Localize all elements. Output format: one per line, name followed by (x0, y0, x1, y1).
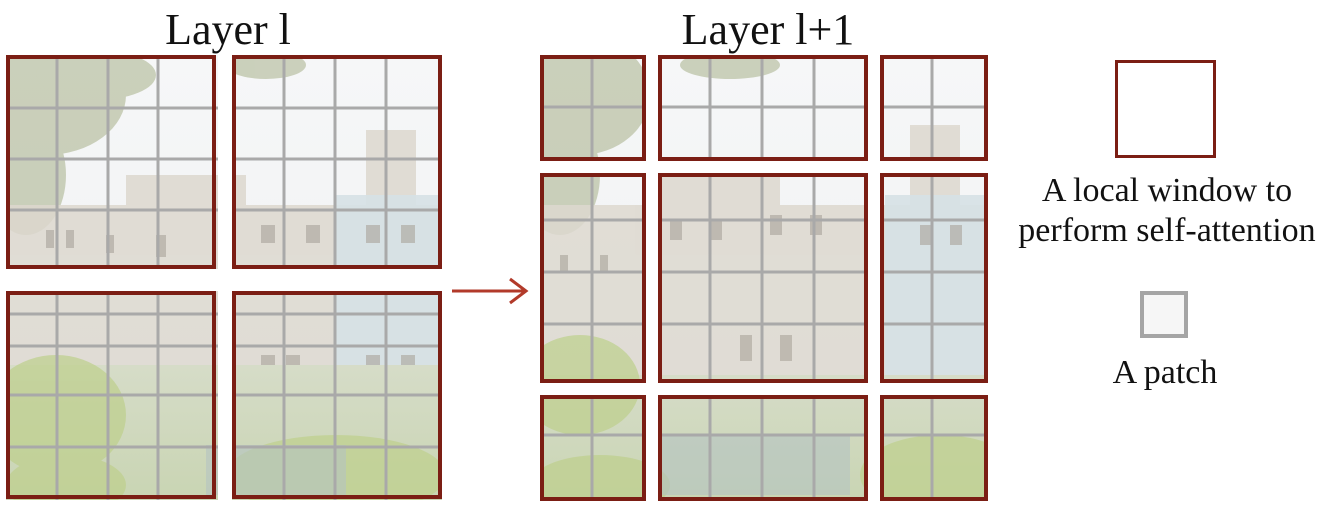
window-r-7 (540, 395, 646, 501)
layer-l-plus-1-panel (540, 55, 988, 501)
window-r-8 (658, 395, 868, 501)
layer-l-panel (6, 55, 442, 500)
legend-window-label-line1: A local window to (1041, 172, 1293, 209)
window-l-1 (6, 55, 216, 269)
legend-patch-square (1140, 291, 1188, 338)
layer-l-title: Layer l (165, 5, 291, 54)
window-r-9 (880, 395, 988, 501)
window-r-4 (540, 173, 646, 383)
window-l-4 (232, 291, 442, 499)
layer-l-image (6, 55, 442, 500)
window-l-3 (6, 291, 216, 499)
legend-window-label: A local window to perform self-attention (990, 171, 1344, 251)
window-l-2 (232, 55, 442, 269)
legend-window-square (1115, 60, 1216, 158)
window-r-6 (880, 173, 988, 383)
arrow-icon (452, 277, 529, 305)
layer-l-plus-1-title: Layer l+1 (681, 5, 855, 54)
window-r-2 (658, 55, 868, 161)
window-r-5 (658, 173, 868, 383)
window-r-1 (540, 55, 646, 161)
legend-window-label-line2: perform self-attention (1018, 212, 1316, 249)
layer-l-plus-1-image (540, 55, 988, 501)
legend-patch-label: A patch (1112, 354, 1218, 391)
window-r-3 (880, 55, 988, 161)
